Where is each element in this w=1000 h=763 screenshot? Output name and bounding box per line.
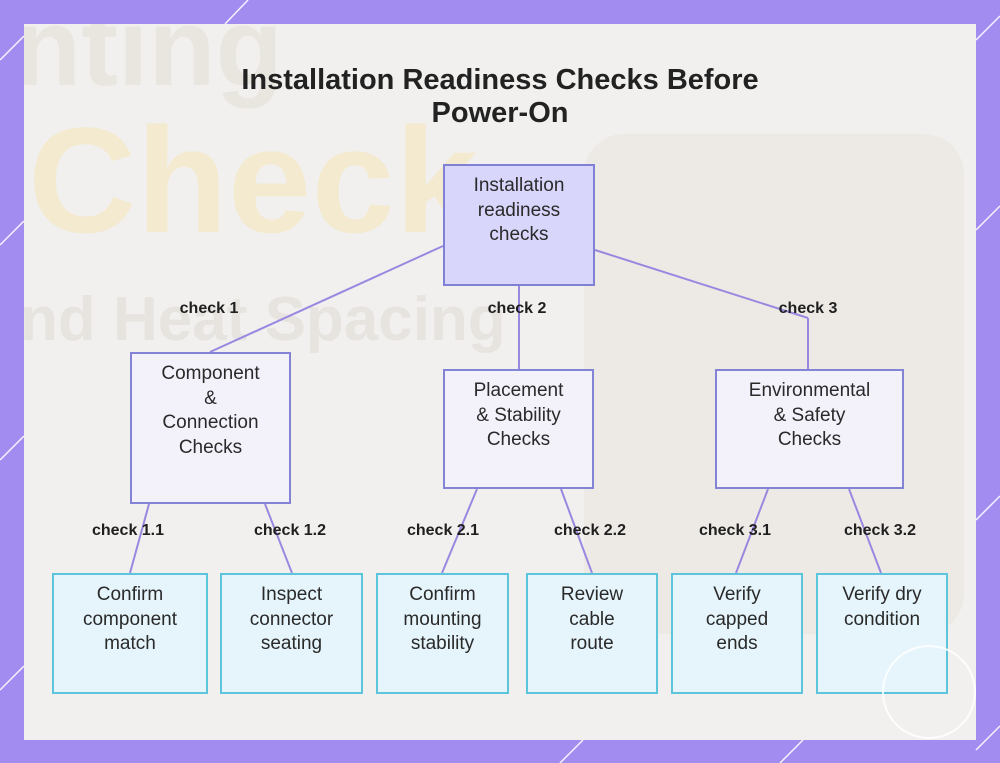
leaf-verify-capped-ends[interactable]: Verify capped ends — [671, 573, 803, 694]
group-1-line-3: Connection — [162, 412, 259, 433]
connector-group-3-leaf-2 — [848, 488, 882, 574]
connector-group-2-leaf-2 — [560, 488, 593, 574]
leaf-3-1-line-1: Verify — [713, 584, 761, 605]
edge-label-check-1: check 1 — [179, 300, 239, 317]
leaf-3-1-line-3: ends — [716, 633, 758, 654]
edge-label-check-2-2: check 2.2 — [553, 522, 627, 539]
group-1-line-1: Component — [161, 363, 260, 384]
leaf-1-2-line-1: Inspect — [260, 584, 323, 605]
edge-label-check-1-2: check 1.2 — [253, 522, 327, 539]
leaf-2-2-line-3: route — [570, 633, 614, 654]
connector-group-3-leaf-1 — [735, 488, 769, 574]
leaf-inspect-connector-seating[interactable]: Inspect connector seating — [220, 573, 363, 694]
edge-label-check-3-1: check 3.1 — [698, 522, 772, 539]
edge-label-check-3: check 3 — [778, 300, 838, 317]
connector-root-group-1 — [209, 245, 444, 353]
leaf-2-1-line-2: mounting — [403, 608, 482, 630]
leaf-1-1-line-2: component — [82, 608, 177, 630]
root-line-3: checks — [489, 224, 549, 245]
edge-label-check-1-1: check 1.1 — [91, 522, 165, 539]
group-node-component-connection[interactable]: Component & Connection Checks — [130, 352, 291, 504]
leaf-2-1-line-3: stability — [410, 633, 475, 654]
leaf-2-1-line-1: Confirm — [409, 584, 476, 605]
group-3-line-2: & Safety — [773, 404, 846, 426]
connector-group-1-leaf-1 — [129, 503, 150, 574]
group-2-line-1: Placement — [473, 380, 564, 401]
group-1-line-4: Checks — [178, 436, 243, 458]
group-2-line-3: Checks — [486, 429, 551, 450]
connector-root-group-3 — [594, 249, 809, 319]
group-3-line-3: Checks — [777, 429, 842, 450]
title-line-1: Installation Readiness Checks Before — [241, 64, 759, 96]
leaf-3-2-line-1: Verify dry — [842, 584, 922, 605]
title-line-2: Power-On — [431, 97, 569, 129]
leaf-1-1-line-1: Confirm — [96, 584, 164, 605]
leaf-1-2-line-3: seating — [260, 633, 323, 654]
leaf-1-1-line-3: match — [104, 633, 156, 654]
watermark-circle — [882, 645, 976, 739]
edge-label-check-2-1: check 2.1 — [406, 522, 480, 539]
group-3-line-1: Environmental — [748, 380, 871, 401]
root-line-2: readiness — [477, 199, 561, 221]
diagram-title: Installation Readiness Checks Before Pow… — [200, 64, 800, 130]
leaf-1-2-line-2: connector — [249, 608, 334, 630]
connector-group-1-leaf-2 — [264, 503, 293, 574]
root-line-1: Installation — [473, 175, 565, 196]
root-node[interactable]: Installation readiness checks — [443, 164, 595, 286]
group-node-environmental-safety[interactable]: Environmental & Safety Checks — [715, 369, 904, 489]
leaf-confirm-component-match[interactable]: Confirm component match — [52, 573, 208, 694]
group-2-line-2: & Stability — [476, 404, 561, 426]
leaf-3-2-line-2: condition — [843, 608, 921, 630]
group-node-placement-stability[interactable]: Placement & Stability Checks — [443, 369, 594, 489]
leaf-confirm-mounting-stability[interactable]: Confirm mounting stability — [376, 573, 509, 694]
leaf-review-cable-route[interactable]: Review cable route — [526, 573, 658, 694]
connector-group-2-leaf-1 — [441, 488, 478, 574]
leaf-2-2-line-1: Review — [560, 584, 624, 605]
edge-label-check-3-2: check 3.2 — [843, 522, 917, 539]
edge-label-check-2: check 2 — [487, 300, 547, 317]
leaf-2-2-line-2: cable — [569, 608, 615, 630]
leaf-3-1-line-2: capped — [705, 608, 769, 630]
group-1-line-2: & — [204, 387, 217, 409]
